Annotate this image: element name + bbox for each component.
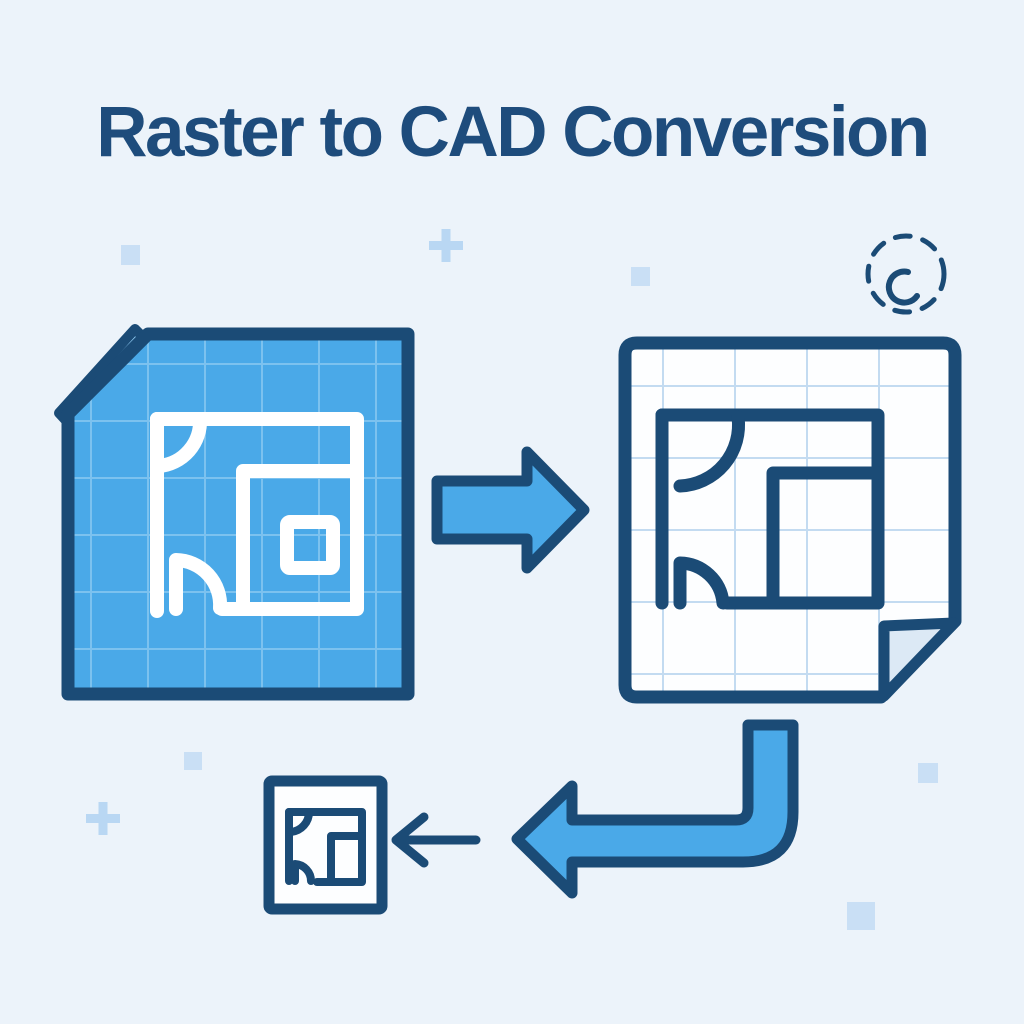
page-title: Raster to CAD Conversion: [96, 93, 930, 172]
mini-floor-plan-drawing: [285, 808, 366, 886]
import-left-arrow-icon: [391, 812, 481, 868]
deco-square-icon: [847, 902, 875, 930]
deco-square-icon: [918, 763, 938, 783]
deco-plus-icon: [86, 802, 120, 835]
raster-floor-plan-sketch: [150, 412, 364, 618]
cad-document-fold-icon: [878, 617, 960, 702]
dashed-circle-icon: [865, 233, 947, 315]
mini-document: [263, 775, 388, 915]
background-decorations: [86, 229, 947, 930]
convert-right-arrow-icon: [431, 446, 590, 574]
deco-square-icon: [631, 267, 650, 286]
return-elbow-arrow-icon: [511, 719, 799, 899]
deco-plus-icon: [429, 229, 463, 262]
deco-square-icon: [184, 752, 202, 770]
cad-document: [618, 336, 962, 704]
cad-floor-plan-drawing: [655, 408, 885, 610]
deco-square-icon: [121, 245, 140, 265]
raster-document: [54, 324, 415, 701]
